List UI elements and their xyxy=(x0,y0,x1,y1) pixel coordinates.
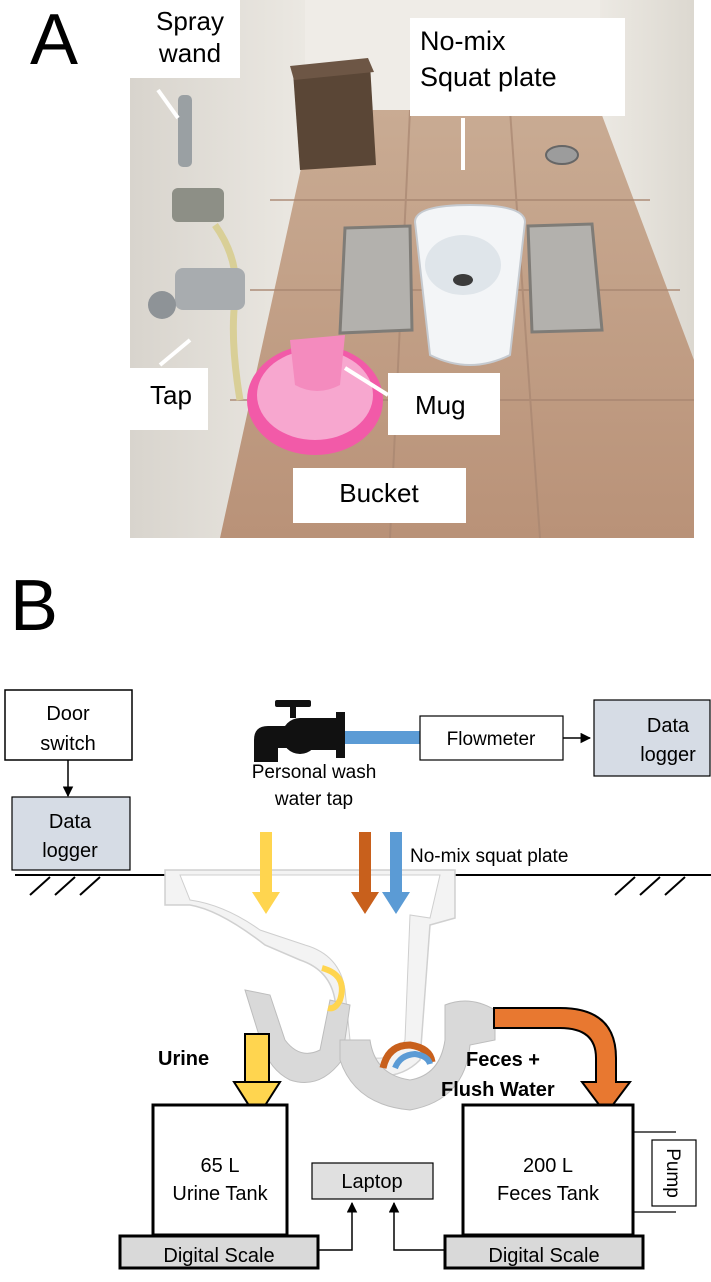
panel-a-letter: A xyxy=(30,0,79,80)
data-logger-right-line2: logger xyxy=(640,744,696,766)
door-switch-label-line2: switch xyxy=(40,733,96,755)
data-logger-left-line1: Data xyxy=(49,811,92,833)
feces-flow-arrow xyxy=(351,832,379,914)
laptop-label: Laptop xyxy=(341,1171,402,1193)
data-logger-left-line2: logger xyxy=(42,840,98,862)
door-switch-box xyxy=(4,689,133,761)
mug-label: Mug xyxy=(415,390,466,420)
data-logger-right-box xyxy=(593,699,711,777)
data-logger-right-line1: Data xyxy=(647,715,690,737)
feces-tank-label-line1: 200 L xyxy=(523,1155,573,1177)
bucket-label: Bucket xyxy=(339,478,419,508)
scale-right-label: Digital Scale xyxy=(488,1245,599,1267)
panel-b-letter: B xyxy=(10,566,59,646)
bathroom-photo: Spray wand No-mix Squat plate Tap Mug Bu… xyxy=(130,0,694,538)
feces-tank-label-line2: Feces Tank xyxy=(497,1183,600,1205)
urine-tank-label-line2: Urine Tank xyxy=(172,1183,268,1205)
water-pipe xyxy=(345,731,420,744)
squat-plate-cross-section xyxy=(164,869,496,1111)
squat-plate-label-line2: Squat plate xyxy=(420,62,557,92)
faucet-icon xyxy=(254,700,345,762)
squat-plate-label-line1: No-mix xyxy=(420,26,506,56)
trap-curve-orange xyxy=(379,1041,436,1069)
pump-box xyxy=(651,1139,697,1207)
feces-outflow-arrow xyxy=(493,1007,632,1116)
scale-left-label: Digital Scale xyxy=(163,1245,274,1267)
flowmeter-box xyxy=(419,715,564,761)
feces-label-line1: Feces + xyxy=(466,1049,540,1071)
urine-label: Urine xyxy=(158,1048,209,1070)
system-diagram: Door switch Data logger Flowmeter Data l… xyxy=(4,689,711,1270)
urine-flow-arrow xyxy=(252,832,280,914)
scale-left-to-laptop-arrow xyxy=(318,1201,358,1251)
laptop-box xyxy=(311,1162,434,1200)
ground-line xyxy=(15,874,711,896)
scale-right-to-laptop-arrow xyxy=(388,1201,445,1251)
urine-tank-label-line1: 65 L xyxy=(201,1155,240,1177)
tap-diagram-label-line2: water tap xyxy=(274,789,353,810)
water-flow-arrow xyxy=(382,832,410,914)
scale-right-box xyxy=(443,1234,645,1270)
feces-label-line2: Flush Water xyxy=(441,1079,555,1101)
urine-outflow-arrow xyxy=(232,1033,282,1120)
spray-wand-label-line2: wand xyxy=(158,38,221,68)
spray-wand-label-line1: Spray xyxy=(156,6,224,36)
trap-curve-blue xyxy=(392,1050,433,1070)
pump-label: Pump xyxy=(662,1148,683,1198)
door-switch-label-line1: Door xyxy=(46,703,90,725)
urine-tank-box xyxy=(151,1103,289,1237)
tap-label: Tap xyxy=(150,380,192,410)
flowmeter-label: Flowmeter xyxy=(447,729,536,750)
tap-diagram-label-line1: Personal wash xyxy=(252,762,377,783)
squat-plate-diagram-label: No-mix squat plate xyxy=(410,846,568,867)
scale-left-box xyxy=(118,1234,320,1270)
urine-curve-arrow xyxy=(321,965,345,1012)
data-logger-left-box xyxy=(11,796,131,871)
